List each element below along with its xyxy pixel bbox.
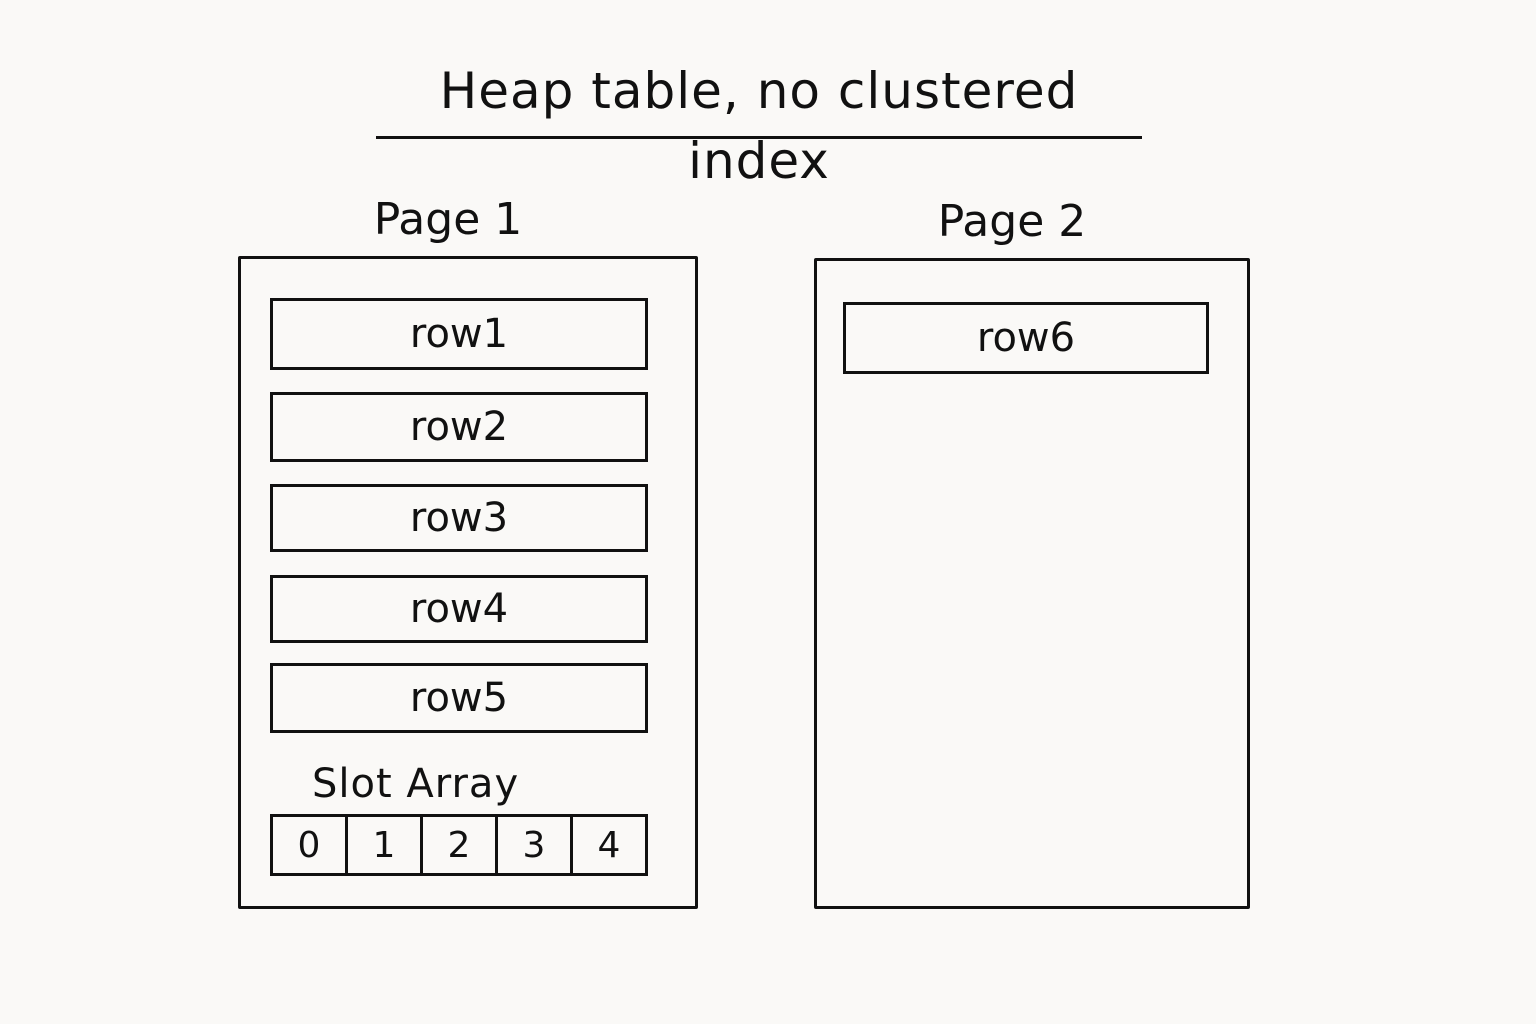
diagram-title: Heap table, no clustered index	[439, 62, 1079, 190]
slot-cell: 4	[597, 824, 621, 866]
row-box-row4: row4	[270, 575, 648, 643]
page-2-box	[814, 258, 1250, 909]
page-1-label: Page 1	[373, 194, 523, 245]
slot-cell: 1	[348, 817, 423, 873]
row-box-row6: row6	[843, 302, 1209, 374]
slot-array-label: Slot Array	[312, 761, 520, 807]
row-box-row5: row5	[270, 663, 648, 733]
page-2-label: Page 2	[937, 196, 1087, 247]
slot-cell: 0	[273, 817, 348, 873]
row-box-row3: row3	[270, 484, 648, 552]
title-underline	[376, 136, 1142, 139]
slot-cell: 2	[423, 817, 498, 873]
row-box-row2: row2	[270, 392, 648, 462]
page-1-box	[238, 256, 698, 909]
row-box-row1: row1	[270, 298, 648, 370]
slot-array: 0 1 2 3 4	[270, 814, 648, 876]
slot-cell: 3	[498, 817, 573, 873]
